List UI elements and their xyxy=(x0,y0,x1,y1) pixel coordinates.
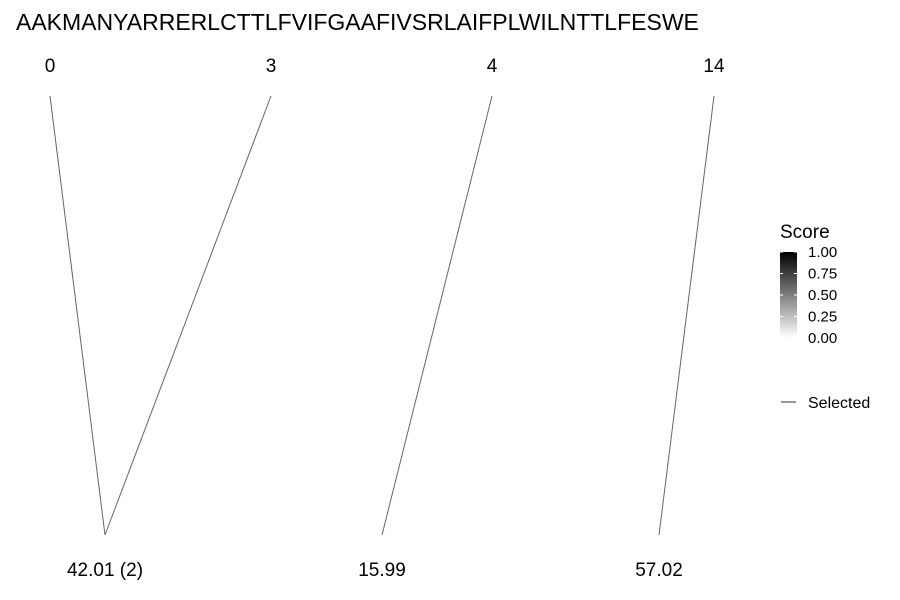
link-line-1 xyxy=(104,95,272,536)
sequence-title: AAKMANYARRERLCTTLFVIFGAAFIVSRLAIFPLWILNT… xyxy=(16,9,699,35)
legend-selected-label: Selected xyxy=(808,395,870,412)
top-label-3: 3 xyxy=(266,56,277,77)
legend-tick-label-4: 0.00 xyxy=(808,330,837,347)
legend-tick-label-0: 1.00 xyxy=(808,244,837,261)
top-labels: 0 3 4 14 xyxy=(45,56,725,77)
top-label-4: 4 xyxy=(487,56,498,77)
legend-colorbar xyxy=(780,252,797,338)
top-label-0: 0 xyxy=(45,56,56,77)
legend-tick-label-3: 0.25 xyxy=(808,309,837,326)
score-legend: Score 1.00 0.75 0.50 0.25 0.00 Selected xyxy=(780,222,870,412)
legend-ticks: 1.00 0.75 0.50 0.25 0.00 xyxy=(780,244,837,347)
link-line-2 xyxy=(381,95,493,536)
bottom-label-1: 15.99 xyxy=(358,560,406,581)
bottom-label-2: 57.02 xyxy=(635,560,683,581)
bottom-labels: 42.01 (2) 15.99 57.02 xyxy=(67,560,683,581)
legend-score-title: Score xyxy=(780,222,830,243)
top-label-14: 14 xyxy=(703,56,725,77)
bottom-label-0: 42.01 (2) xyxy=(67,560,143,581)
link-lines xyxy=(49,95,715,536)
legend-tick-label-1: 0.75 xyxy=(808,266,837,283)
link-line-0 xyxy=(49,95,106,536)
legend-tick-label-2: 0.50 xyxy=(808,287,837,304)
link-line-3 xyxy=(658,95,715,536)
